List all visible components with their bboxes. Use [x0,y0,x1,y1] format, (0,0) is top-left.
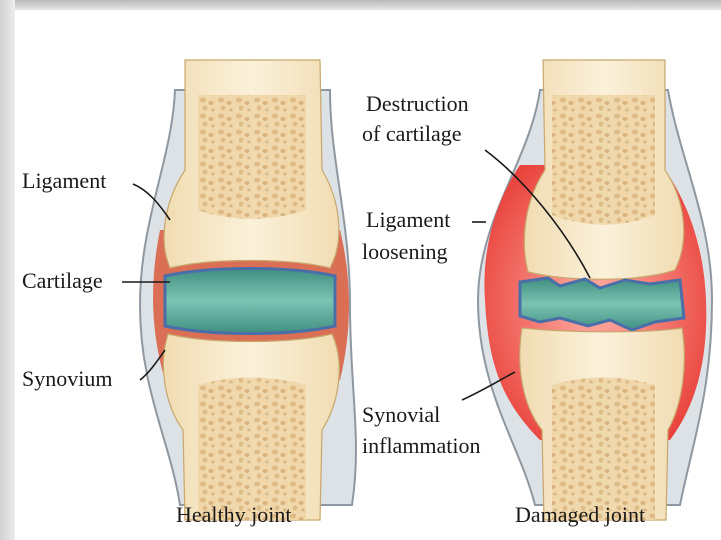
damaged-lower-spongy-bone [552,378,655,521]
synovium-label: Synovium [22,366,112,392]
destruction-label-line1: Destruction [366,91,469,117]
healthy-joint [140,60,356,520]
ligament-loosening-label-line1: Ligament [366,207,450,233]
damaged-joint [478,60,712,520]
cartilage-label: Cartilage [22,268,103,294]
ligament-label: Ligament [22,168,106,194]
synovial-label-line1: Synovial [362,402,440,428]
healthy-upper-spongy-bone [198,95,306,219]
healthy-cartilage-gap [165,269,335,334]
damaged-upper-spongy-bone [552,95,655,225]
healthy-joint-caption: Healthy joint [176,502,291,528]
ligament-loosening-label-line2: loosening [362,239,448,265]
destruction-label-line2: of cartilage [362,121,462,147]
healthy-lower-spongy-bone [198,378,306,521]
damaged-joint-caption: Damaged joint [515,502,645,528]
synovial-label-line2: inflammation [362,433,481,459]
damaged-cartilage-gap [520,278,684,330]
